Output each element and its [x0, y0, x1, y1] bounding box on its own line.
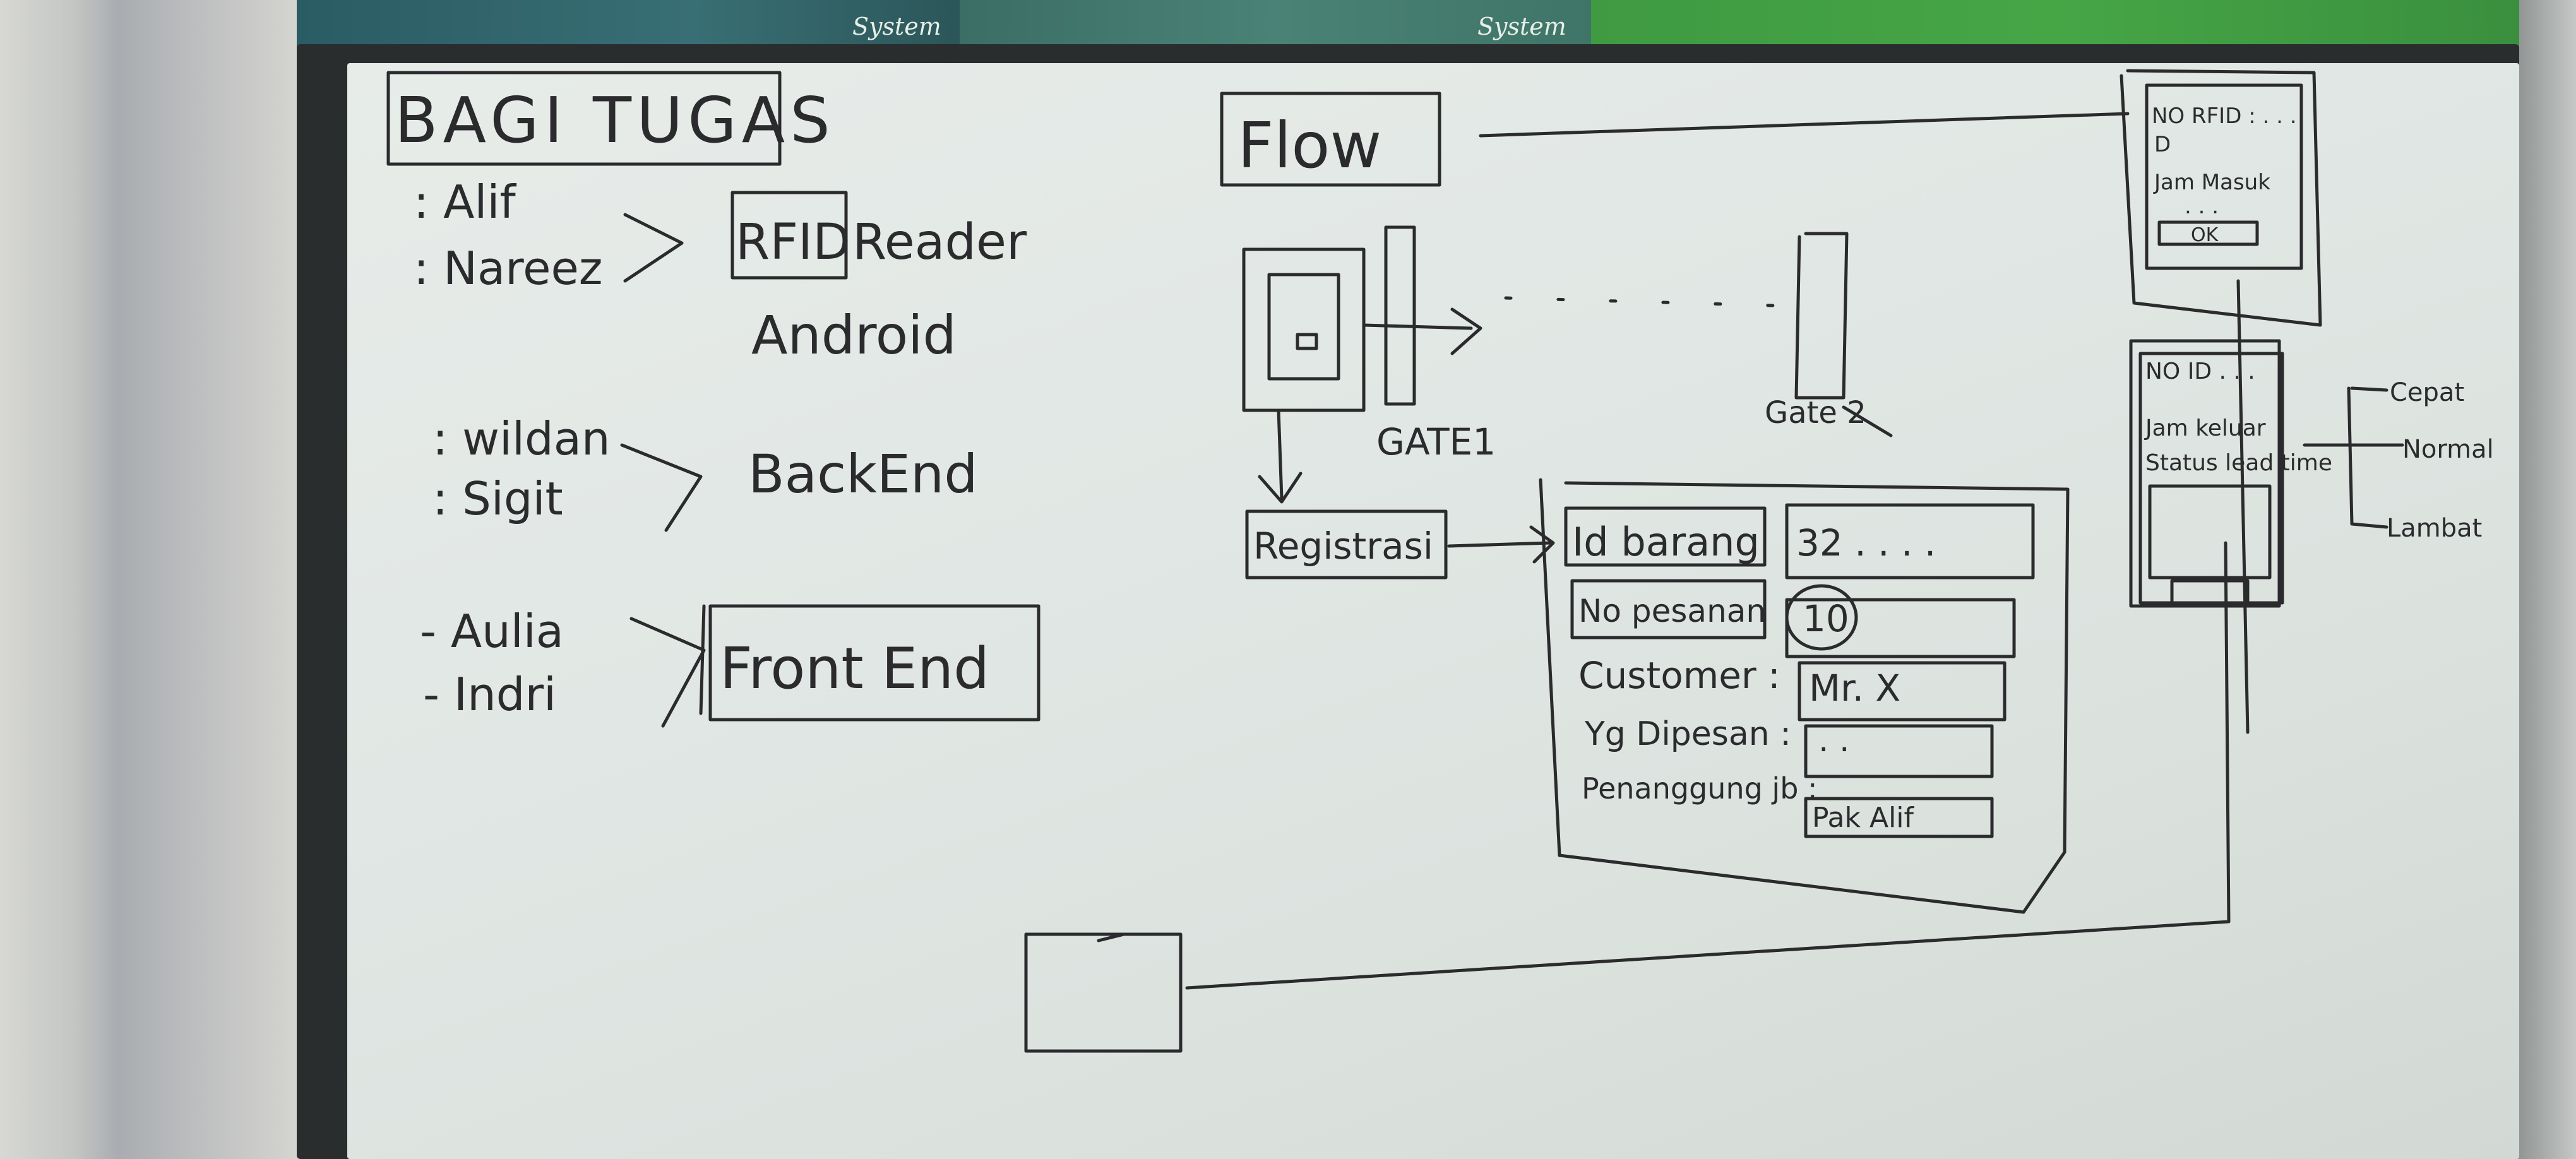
poster-right-word: System — [1477, 13, 1566, 40]
assignee-1a: : Alif — [414, 175, 516, 229]
form-value-penanggung-jb: Pak Alif — [1812, 802, 1915, 834]
assignee-2a: : wildan — [432, 412, 611, 465]
form-value-no-pesanan: 10 — [1803, 597, 1849, 640]
wall-left — [0, 0, 297, 1159]
status-normal: Normal — [2402, 435, 2494, 464]
status-cepat: Cepat — [2390, 378, 2464, 407]
assignee-3a: - Aulia — [420, 605, 564, 658]
gate2-label: Gate 2 — [1765, 395, 1866, 431]
poster-left-word: System — [852, 13, 941, 40]
task-rfid: RFID — [736, 214, 850, 271]
status-lambat: Lambat — [2387, 514, 2482, 543]
form-value-id-barang: 32 . . . . — [1796, 521, 1936, 564]
exit-card-line-3: Status lead time — [2145, 450, 2332, 476]
exit-card-line-1: NO ID . . . — [2145, 359, 2255, 384]
task-backend: BackEnd — [748, 443, 978, 505]
form-value-yg-dipesan: . . — [1818, 722, 1850, 759]
form-label-customer: Customer : — [1578, 654, 1780, 697]
gate1-label: GATE1 — [1376, 420, 1496, 463]
assignee-1b: : Nareez — [414, 242, 603, 295]
form-label-id-barang: Id barang — [1572, 519, 1760, 565]
entry-card-line-2: D — [2154, 132, 2171, 157]
task-android: Android — [751, 304, 957, 366]
board-title: BAGI TUGAS — [395, 83, 835, 157]
assignee-2b: : Sigit — [432, 472, 563, 525]
registrasi-label: Registrasi — [1253, 525, 1433, 568]
form-label-no-pesanan: No pesanan — [1578, 593, 1766, 629]
assignee-3b: - Indri — [423, 668, 556, 721]
entry-card-line-4: . . . — [2185, 194, 2219, 219]
form-label-yg-dipesan: Yg Dipesan : — [1584, 715, 1791, 753]
entry-card-line-3: Jam Masuk — [2153, 170, 2270, 195]
entry-card-ok-button: OK — [2191, 224, 2219, 246]
exit-card-line-2: Jam keluar — [2144, 415, 2266, 441]
entry-card-line-1: NO RFID : . . . — [2152, 104, 2297, 129]
task-reader: Reader — [852, 214, 1027, 271]
flow-title: Flow — [1237, 109, 1381, 182]
form-label-penanggung-jb: Penanggung jb : — [1582, 771, 1818, 805]
task-frontend: Front End — [720, 636, 989, 702]
form-value-customer: Mr. X — [1809, 667, 1900, 710]
